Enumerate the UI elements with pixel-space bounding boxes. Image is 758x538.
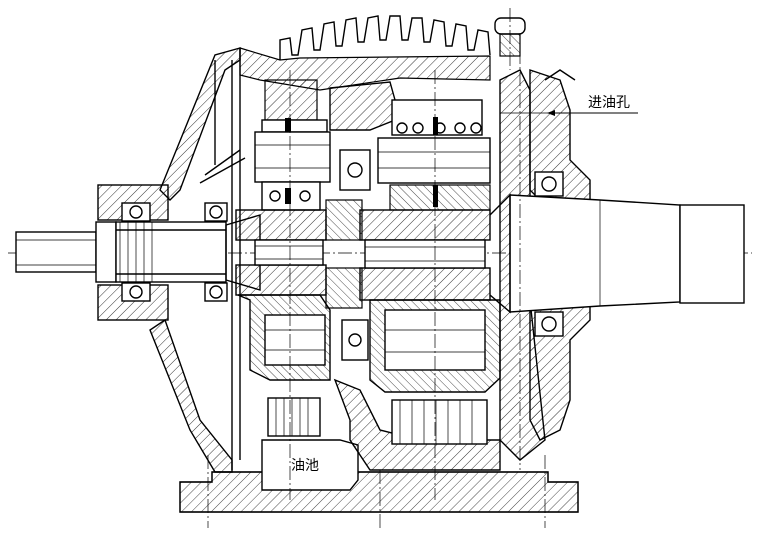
second-stage-planet-upper bbox=[377, 99, 491, 211]
oil-sump-callout: 油池 bbox=[291, 458, 319, 474]
first-stage-planet-lower bbox=[261, 397, 359, 491]
oil-sump-label: 油池 bbox=[291, 458, 319, 474]
left-housing bbox=[149, 47, 246, 473]
inter-stage-coupling bbox=[325, 149, 371, 361]
output-bearing-housing bbox=[529, 69, 591, 441]
first-stage-sun-and-carrier bbox=[235, 209, 331, 381]
second-stage-sun-and-carrier bbox=[359, 209, 501, 393]
axis-center-lines bbox=[289, 70, 436, 500]
second-stage-planet-lower bbox=[391, 399, 488, 445]
oil-inlet-label: 进油孔 bbox=[588, 95, 630, 111]
oil-inlet-callout: 进油孔 bbox=[500, 95, 638, 116]
right-casing-lip bbox=[544, 69, 576, 81]
oil-filler-cap bbox=[494, 8, 526, 70]
cooling-fins bbox=[239, 15, 491, 91]
output-shaft bbox=[489, 50, 745, 470]
first-stage-planet-upper bbox=[254, 79, 331, 211]
input-shaft-assembly bbox=[15, 184, 261, 321]
